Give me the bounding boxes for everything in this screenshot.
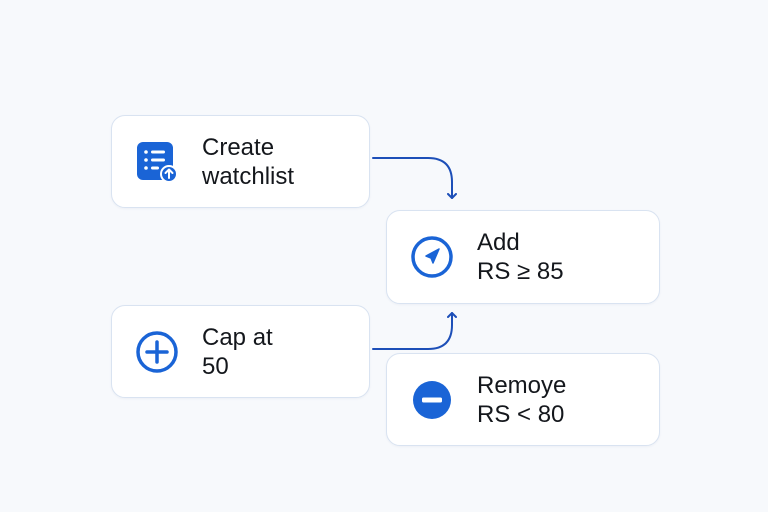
node-label-line1: Remoye [477,371,567,399]
node-label: Cap at 50 [202,323,273,381]
node-label-line1: Add [477,229,520,256]
node-remove-rs[interactable]: Remoye RS < 80 [386,353,660,446]
minus-circle-icon [409,377,455,423]
plus-circle-icon [134,329,180,375]
node-label: Create watchlist [202,133,294,191]
node-cap[interactable]: Cap at 50 [111,305,370,398]
list-upload-icon [134,139,180,185]
node-label-line2: watchlist [202,162,295,190]
node-label-line1: Create [202,133,275,161]
edge-cap-to-add [372,312,457,350]
node-label-line2: 50 [202,352,229,380]
node-label-line1: Cap at [202,323,273,351]
node-create-watchlist[interactable]: Create watchlist [111,115,370,208]
node-label: Remoye RS < 80 [477,371,566,429]
node-label-line2: RS < 80 [477,400,565,428]
node-label: Add RS ≥ 85 [477,228,564,286]
compass-icon [409,234,455,280]
node-label-line2: RS ≥ 85 [477,258,564,285]
node-add-rs[interactable]: Add RS ≥ 85 [386,210,660,304]
edge-create-to-add [372,157,457,199]
